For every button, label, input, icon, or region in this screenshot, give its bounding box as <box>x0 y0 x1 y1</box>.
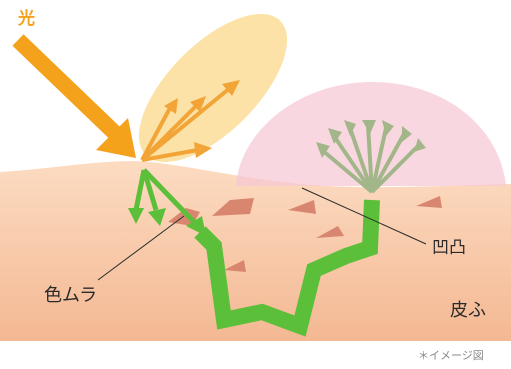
incoming-light-arrow <box>18 40 136 158</box>
skin-label: 皮ふ <box>450 296 486 322</box>
unevenness-label: 凹凸 <box>432 233 466 258</box>
light-label: 光 <box>18 4 35 29</box>
image-note: ＊イメージ図 <box>418 347 484 363</box>
uneven-color-label: 色ムラ <box>44 281 97 307</box>
